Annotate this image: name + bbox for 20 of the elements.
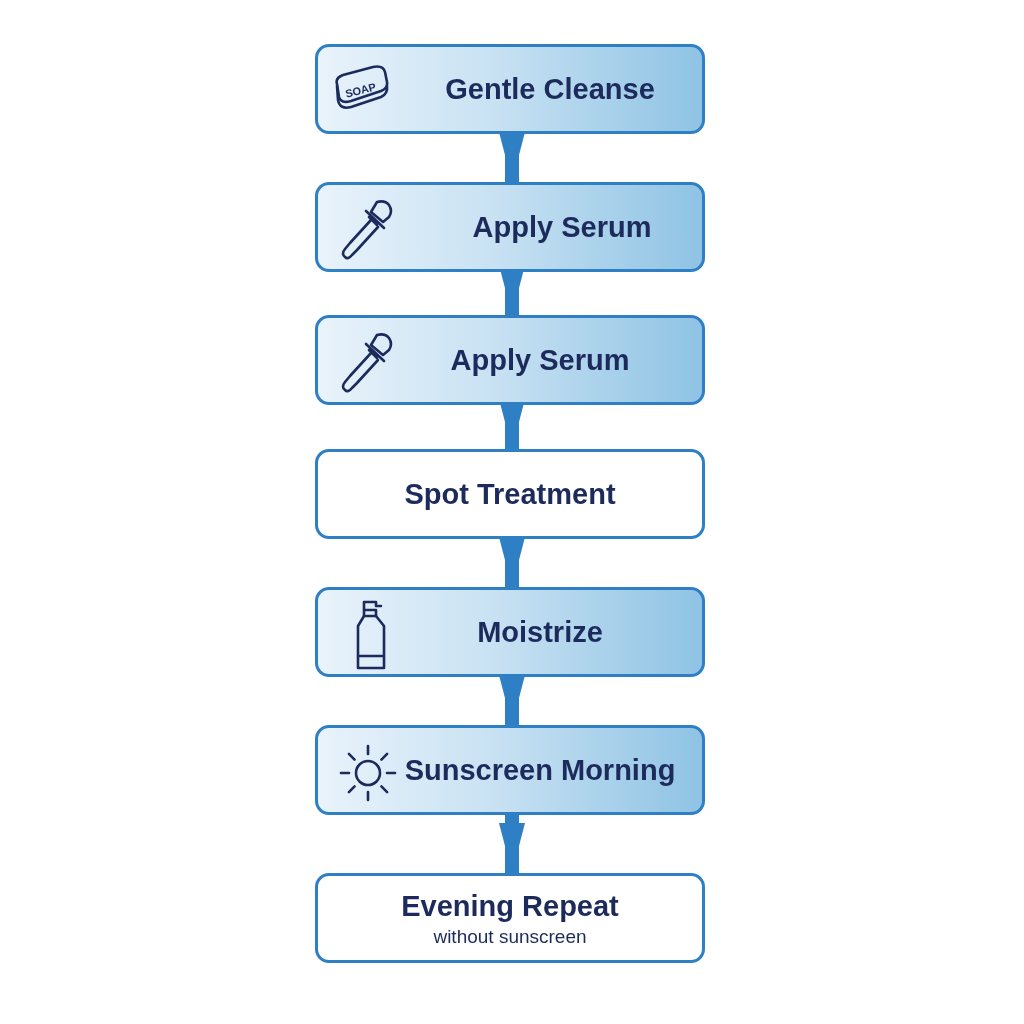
step-box (315, 44, 705, 134)
flow-arrow (499, 815, 525, 873)
flow-arrow (499, 132, 525, 182)
step-title: Sunscreen Morning (404, 753, 676, 788)
step-box (315, 587, 705, 677)
step-box (315, 315, 705, 405)
step-title: Spot Treatment (404, 477, 616, 512)
flow-arrow (499, 537, 525, 587)
step-title: Evening Repeat (401, 889, 619, 924)
flow-arrow (499, 675, 525, 725)
step-box (315, 449, 705, 539)
icon-text: SOAP (344, 80, 378, 100)
step-title: Apply Serum (450, 343, 630, 378)
step-note: without sunscreen (433, 925, 587, 949)
step-title: Apply Serum (472, 210, 652, 245)
step-title: Moistrize (477, 615, 603, 650)
step-title: Gentle Cleanse (445, 72, 655, 107)
step-box (315, 182, 705, 272)
step-box (315, 725, 705, 815)
step-box (315, 873, 705, 963)
